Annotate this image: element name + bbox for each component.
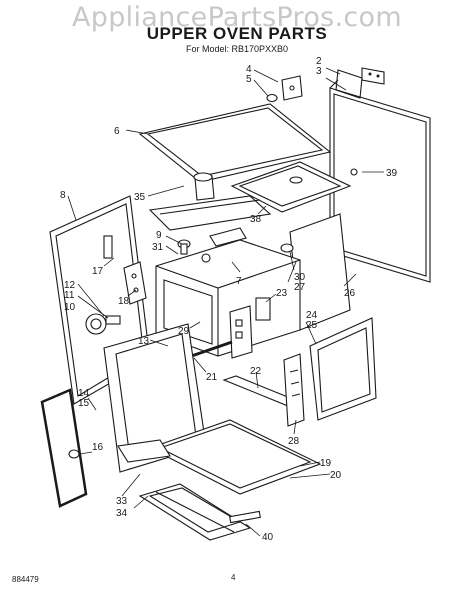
callout-18: 18 — [118, 296, 130, 307]
callout-labels: 6 8 4 5 2 3 39 35 38 9 31 17 18 7 12 11 … — [60, 56, 398, 543]
callout-34: 34 — [116, 508, 128, 519]
callout-16: 16 — [92, 442, 104, 453]
callout-26: 26 — [344, 288, 356, 299]
callout-31: 31 — [152, 242, 164, 253]
part-control-bracket — [229, 297, 271, 359]
part-back-panel — [329, 69, 431, 283]
part-element-bracket — [123, 239, 191, 305]
callout-20: 20 — [330, 470, 342, 481]
callout-9: 9 — [156, 230, 162, 241]
part-door-panel — [309, 317, 377, 421]
callout-2: 2 — [316, 56, 322, 67]
part-light-assembly — [85, 313, 121, 335]
callout-21: 21 — [206, 372, 218, 383]
callout-11: 11 — [64, 290, 75, 301]
callout-8: 8 — [60, 190, 66, 201]
callout-3: 3 — [316, 66, 322, 77]
callout-25: 25 — [306, 320, 318, 331]
callout-13: 13 — [138, 336, 150, 347]
part-grommet — [280, 243, 294, 253]
part-lower-slides — [138, 483, 261, 541]
part-bottom-panel — [117, 419, 322, 495]
callout-22: 22 — [250, 366, 262, 377]
callout-6: 6 — [114, 126, 120, 137]
callout-35: 35 — [134, 192, 146, 203]
part-bracket — [361, 67, 385, 85]
callout-14: 14 — [78, 388, 90, 399]
callout-7: 7 — [236, 276, 242, 287]
watermark: AppliancePartsPros.com — [72, 2, 402, 33]
callout-5: 5 — [246, 74, 252, 85]
callout-40: 40 — [262, 532, 274, 543]
model-subtitle: For Model: RB170PXXB0 — [185, 44, 289, 54]
part-duct — [148, 172, 272, 231]
callout-10: 10 — [64, 302, 76, 313]
callout-4: 4 — [246, 64, 252, 75]
callout-39: 39 — [386, 168, 398, 179]
document-code: 884479 — [12, 575, 39, 584]
callout-30: 30 — [294, 272, 306, 283]
part-hinge-bracket — [266, 75, 303, 103]
callout-24: 24 — [306, 310, 318, 321]
callout-19: 19 — [320, 458, 332, 469]
part-screw — [350, 168, 358, 176]
callout-15: 15 — [78, 398, 90, 409]
callout-17: 17 — [92, 266, 104, 277]
part-top-panel — [138, 103, 332, 183]
callout-27: 27 — [294, 282, 306, 293]
callout-12: 12 — [64, 280, 76, 291]
part-gasket — [40, 388, 88, 508]
callout-28: 28 — [288, 436, 300, 447]
page-number: 4 — [231, 573, 236, 582]
callout-23: 23 — [276, 288, 288, 299]
part-inner-top-plate — [230, 161, 352, 213]
diagram-title: UPPER OVEN PARTS — [146, 24, 328, 43]
callout-29: 29 — [178, 326, 190, 337]
leader-lines — [67, 67, 384, 537]
part-side-vent — [283, 353, 305, 427]
callout-33: 33 — [116, 496, 128, 507]
callout-38: 38 — [250, 214, 262, 225]
